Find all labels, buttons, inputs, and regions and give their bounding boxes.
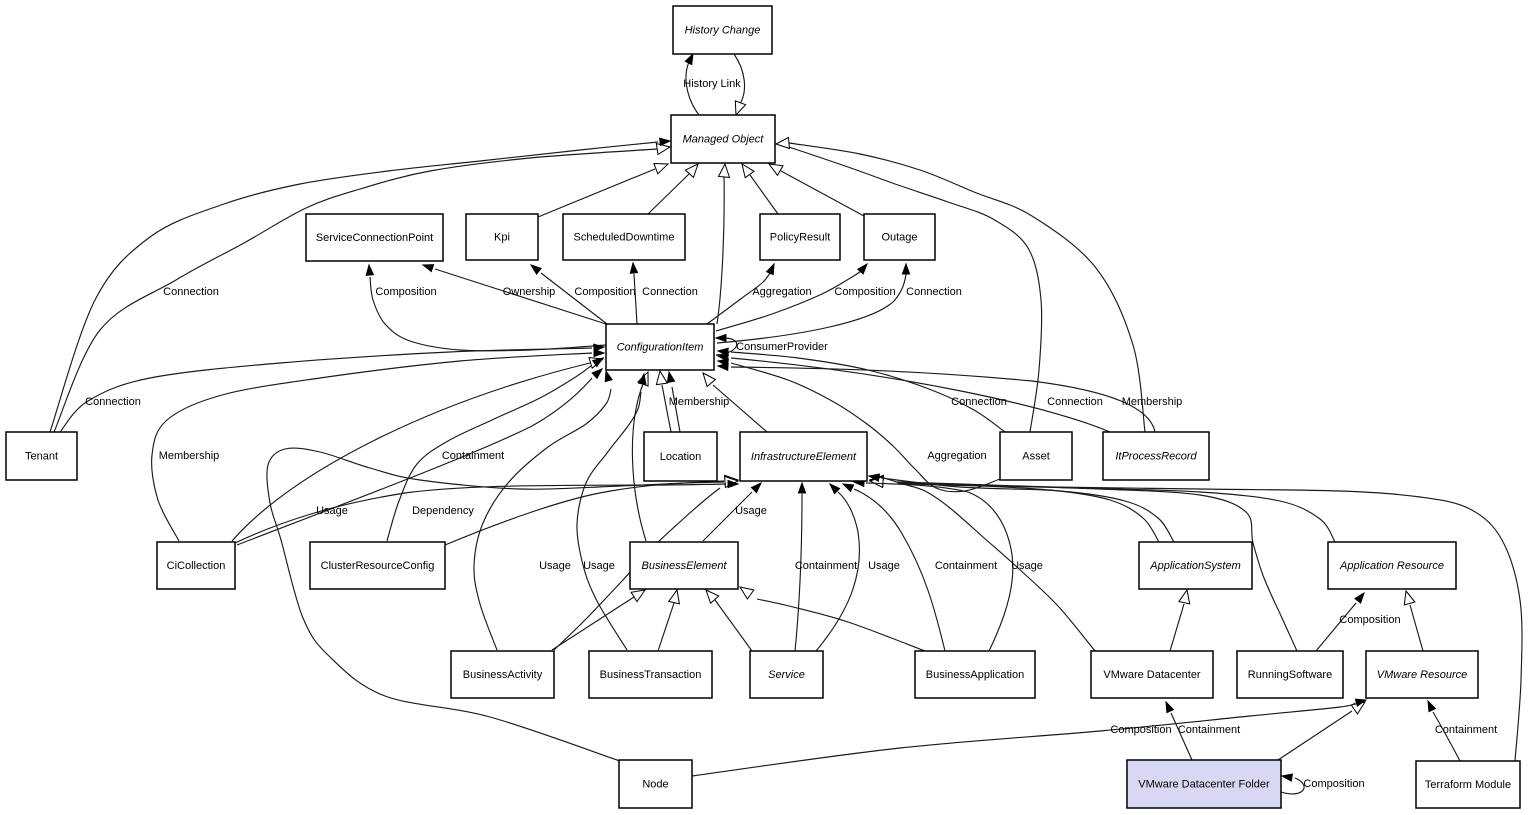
svg-text:Composition: Composition [1110, 724, 1171, 736]
svg-text:Composition: Composition [375, 286, 436, 298]
svg-text:Managed Object: Managed Object [683, 134, 765, 146]
svg-text:Composition: Composition [834, 286, 895, 298]
svg-text:Membership: Membership [1122, 396, 1183, 408]
svg-text:Membership: Membership [669, 396, 730, 408]
svg-text:Terraform Module: Terraform Module [1425, 779, 1511, 791]
svg-text:Aggregation: Aggregation [752, 286, 811, 298]
svg-text:Application Resource: Application Resource [1339, 560, 1444, 572]
svg-text:Containment: Containment [1178, 724, 1240, 736]
svg-text:History Change: History Change [685, 25, 761, 37]
svg-text:Composition: Composition [1339, 614, 1400, 626]
svg-text:CiCollection: CiCollection [167, 560, 226, 572]
svg-text:Usage: Usage [539, 560, 571, 572]
svg-text:Usage: Usage [1011, 560, 1043, 572]
svg-text:ConfigurationItem: ConfigurationItem [617, 342, 704, 354]
svg-text:Outage: Outage [881, 232, 917, 244]
svg-text:Composition: Composition [1303, 778, 1364, 790]
svg-text:PolicyResult: PolicyResult [770, 232, 831, 244]
svg-text:Usage: Usage [316, 505, 348, 517]
svg-text:ServiceConnectionPoint: ServiceConnectionPoint [316, 232, 433, 244]
svg-text:VMware Datacenter Folder: VMware Datacenter Folder [1138, 779, 1270, 791]
svg-text:Containment: Containment [442, 450, 504, 462]
svg-text:Kpi: Kpi [494, 232, 510, 244]
svg-text:Location: Location [660, 451, 702, 463]
svg-text:ConsumerProvider: ConsumerProvider [736, 341, 828, 353]
svg-text:Containment: Containment [1435, 724, 1497, 736]
svg-text:Ownership: Ownership [503, 286, 556, 298]
svg-text:RunningSoftware: RunningSoftware [1248, 669, 1332, 681]
svg-text:ScheduledDowntime: ScheduledDowntime [574, 232, 675, 244]
svg-text:Service: Service [768, 669, 805, 681]
svg-text:Usage: Usage [868, 560, 900, 572]
svg-text:Containment: Containment [795, 560, 857, 572]
svg-text:Connection: Connection [163, 286, 219, 298]
svg-text:BusinessTransaction: BusinessTransaction [600, 669, 702, 681]
svg-text:Connection: Connection [642, 286, 698, 298]
svg-text:BusinessElement: BusinessElement [642, 560, 728, 572]
svg-text:Containment: Containment [935, 560, 997, 572]
svg-text:Usage: Usage [583, 560, 615, 572]
svg-text:Node: Node [642, 779, 668, 791]
svg-text:ClusterResourceConfig: ClusterResourceConfig [321, 560, 435, 572]
svg-text:Membership: Membership [159, 450, 220, 462]
svg-text:BusinessApplication: BusinessApplication [926, 669, 1024, 681]
svg-text:History Link: History Link [683, 78, 741, 90]
svg-text:Usage: Usage [735, 505, 767, 517]
svg-text:VMware Datacenter: VMware Datacenter [1103, 669, 1201, 681]
svg-text:Aggregation: Aggregation [927, 450, 986, 462]
svg-text:VMware Resource: VMware Resource [1377, 669, 1467, 681]
svg-text:Composition: Composition [574, 286, 635, 298]
svg-text:Connection: Connection [906, 286, 962, 298]
svg-text:ApplicationSystem: ApplicationSystem [1149, 560, 1241, 572]
svg-text:Connection: Connection [85, 396, 141, 408]
svg-text:ItProcessRecord: ItProcessRecord [1115, 451, 1197, 463]
svg-text:InfrastructureElement: InfrastructureElement [751, 451, 857, 463]
svg-text:Dependency: Dependency [412, 505, 474, 517]
svg-text:Asset: Asset [1022, 451, 1050, 463]
svg-text:Connection: Connection [1047, 396, 1103, 408]
svg-text:Tenant: Tenant [25, 451, 58, 463]
svg-text:BusinessActivity: BusinessActivity [463, 669, 543, 681]
svg-text:Connection: Connection [951, 396, 1007, 408]
